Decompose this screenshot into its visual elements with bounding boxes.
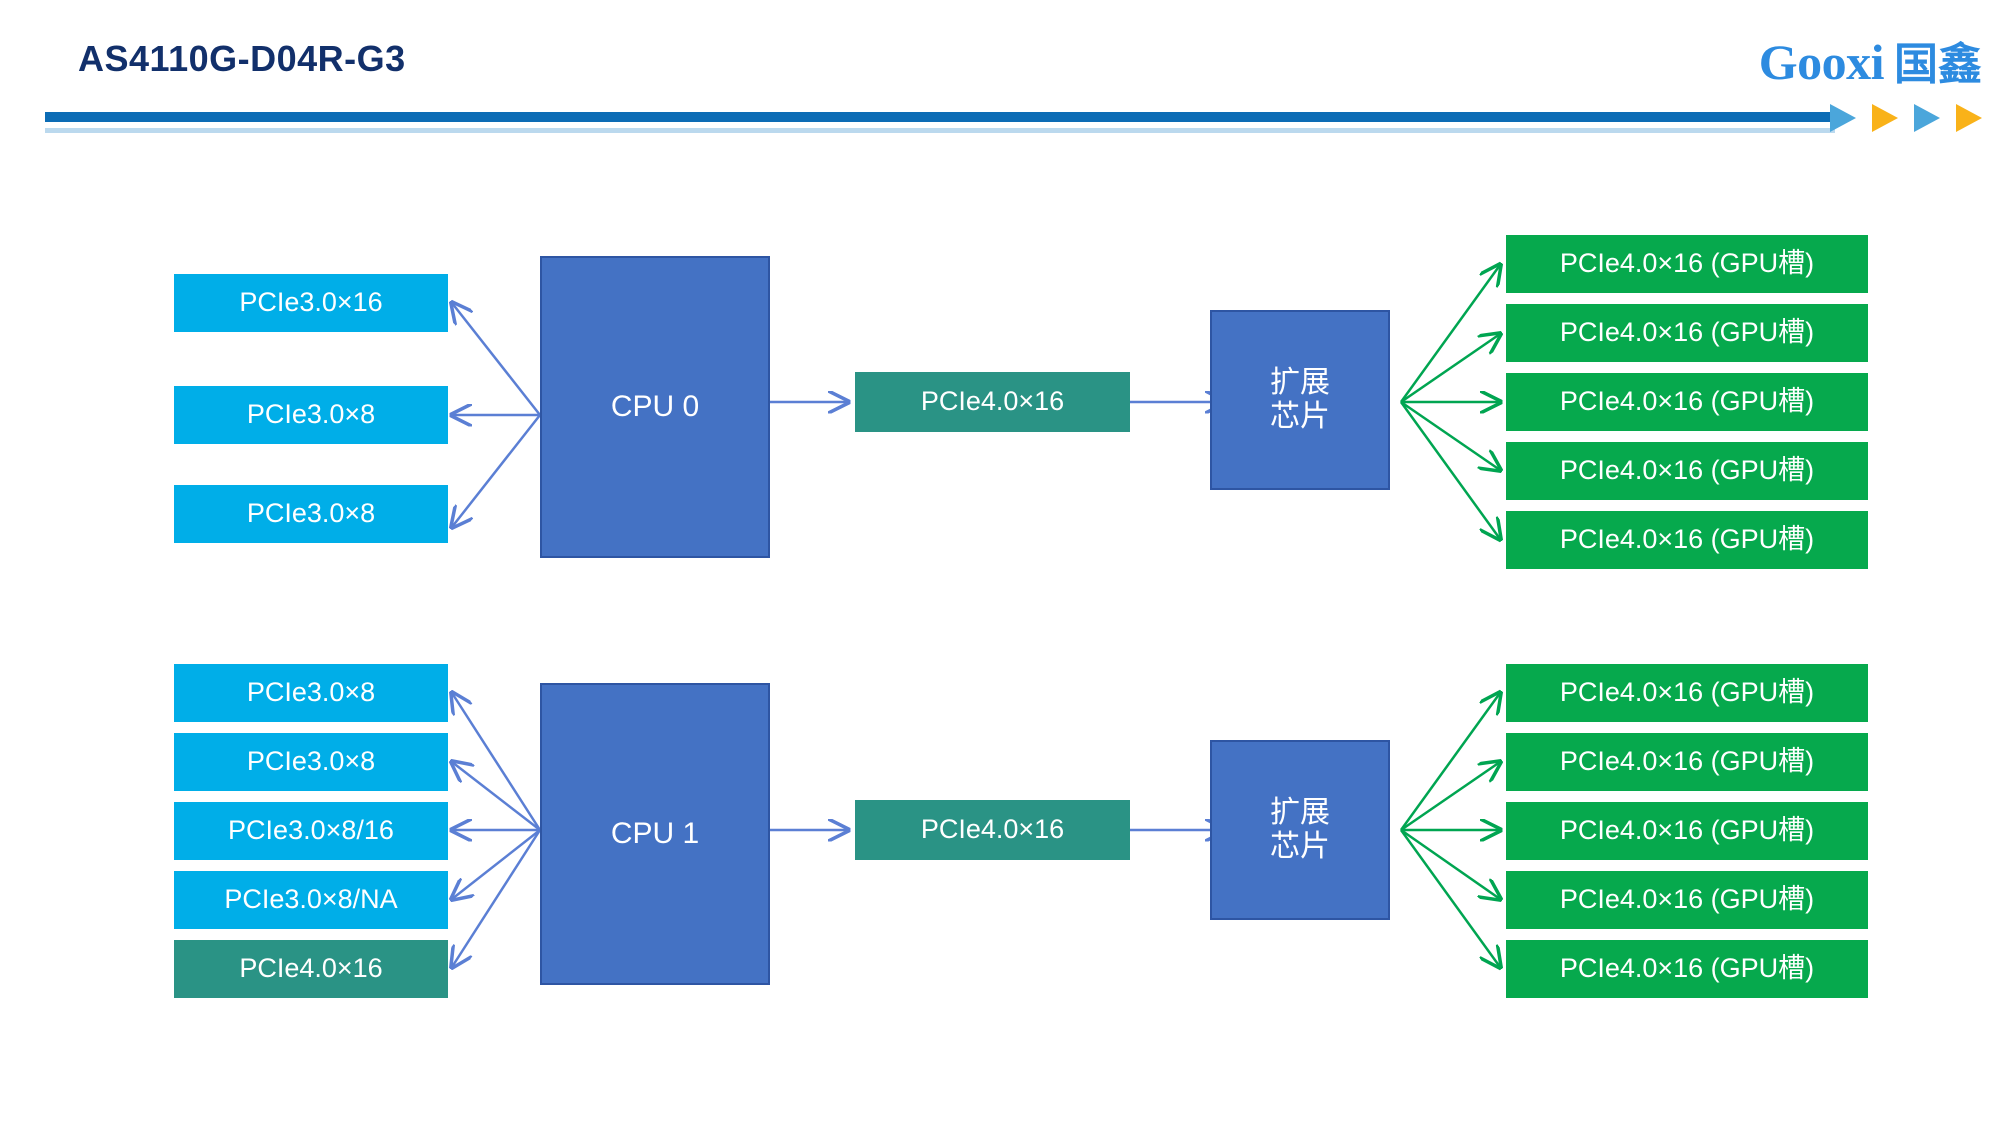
triangle-icon-4	[1956, 104, 1982, 132]
brand-logo-latin: Gooxi	[1758, 34, 1885, 90]
cpu0-left-fanout	[452, 303, 541, 527]
cpu1-gpu-slot-4[interactable]: PCIe4.0×16 (GPU槽)	[1506, 940, 1868, 998]
triangle-icon-3	[1914, 104, 1940, 132]
cpu0-gpu-fanout	[1399, 265, 1500, 539]
page-title: AS4110G-D04R-G3	[78, 38, 406, 79]
cpu0-gpu-slot-4[interactable]: PCIe4.0×16 (GPU槽)	[1506, 511, 1868, 569]
cpu0-gpu-slot-2[interactable]: PCIe4.0×16 (GPU槽)	[1506, 373, 1868, 431]
cpu1-port-0[interactable]: PCIe3.0×8	[174, 664, 448, 722]
cpu1-uplink-node[interactable]: PCIe4.0×16	[855, 800, 1130, 860]
cpu0-uplink-node[interactable]: PCIe4.0×16	[855, 372, 1130, 432]
header-rule-thin	[45, 128, 1835, 133]
cpu1-port-2[interactable]: PCIe3.0×8/16	[174, 802, 448, 860]
cpu0-port-0[interactable]: PCIe3.0×16	[174, 274, 448, 332]
cpu0-gpu-slot-1[interactable]: PCIe4.0×16 (GPU槽)	[1506, 304, 1868, 362]
header-rule-thick	[45, 112, 1835, 122]
cpu1-gpu-fanout	[1399, 693, 1500, 967]
cpu0-port-2[interactable]: PCIe3.0×8	[174, 485, 448, 543]
cpu1-port-3[interactable]: PCIe3.0×8/NA	[174, 871, 448, 929]
cpu1-gpu-slot-1[interactable]: PCIe4.0×16 (GPU槽)	[1506, 733, 1868, 791]
brand-logo-cjk: 国鑫	[1894, 39, 1982, 90]
cpu1-gpu-slot-0[interactable]: PCIe4.0×16 (GPU槽)	[1506, 664, 1868, 722]
cpu1-gpu-slot-2[interactable]: PCIe4.0×16 (GPU槽)	[1506, 802, 1868, 860]
cpu0-gpu-slot-3[interactable]: PCIe4.0×16 (GPU槽)	[1506, 442, 1868, 500]
cpu0-port-1[interactable]: PCIe3.0×8	[174, 386, 448, 444]
brand-arrow-strip	[1830, 104, 1982, 132]
cpu0-node[interactable]: CPU 0	[540, 256, 770, 558]
cpu1-port-1[interactable]: PCIe3.0×8	[174, 733, 448, 791]
cpu0-switch-node[interactable]: 扩展 芯片	[1210, 310, 1390, 490]
triangle-icon-2	[1872, 104, 1898, 132]
cpu1-port-4[interactable]: PCIe4.0×16	[174, 940, 448, 998]
cpu1-node[interactable]: CPU 1	[540, 683, 770, 985]
cpu1-gpu-slot-3[interactable]: PCIe4.0×16 (GPU槽)	[1506, 871, 1868, 929]
cpu0-gpu-slot-0[interactable]: PCIe4.0×16 (GPU槽)	[1506, 235, 1868, 293]
triangle-icon-1	[1830, 104, 1856, 132]
cpu1-left-fanout	[452, 693, 542, 967]
cpu1-switch-node[interactable]: 扩展 芯片	[1210, 740, 1390, 920]
brand-logo: Gooxi 国鑫	[1759, 28, 1982, 92]
